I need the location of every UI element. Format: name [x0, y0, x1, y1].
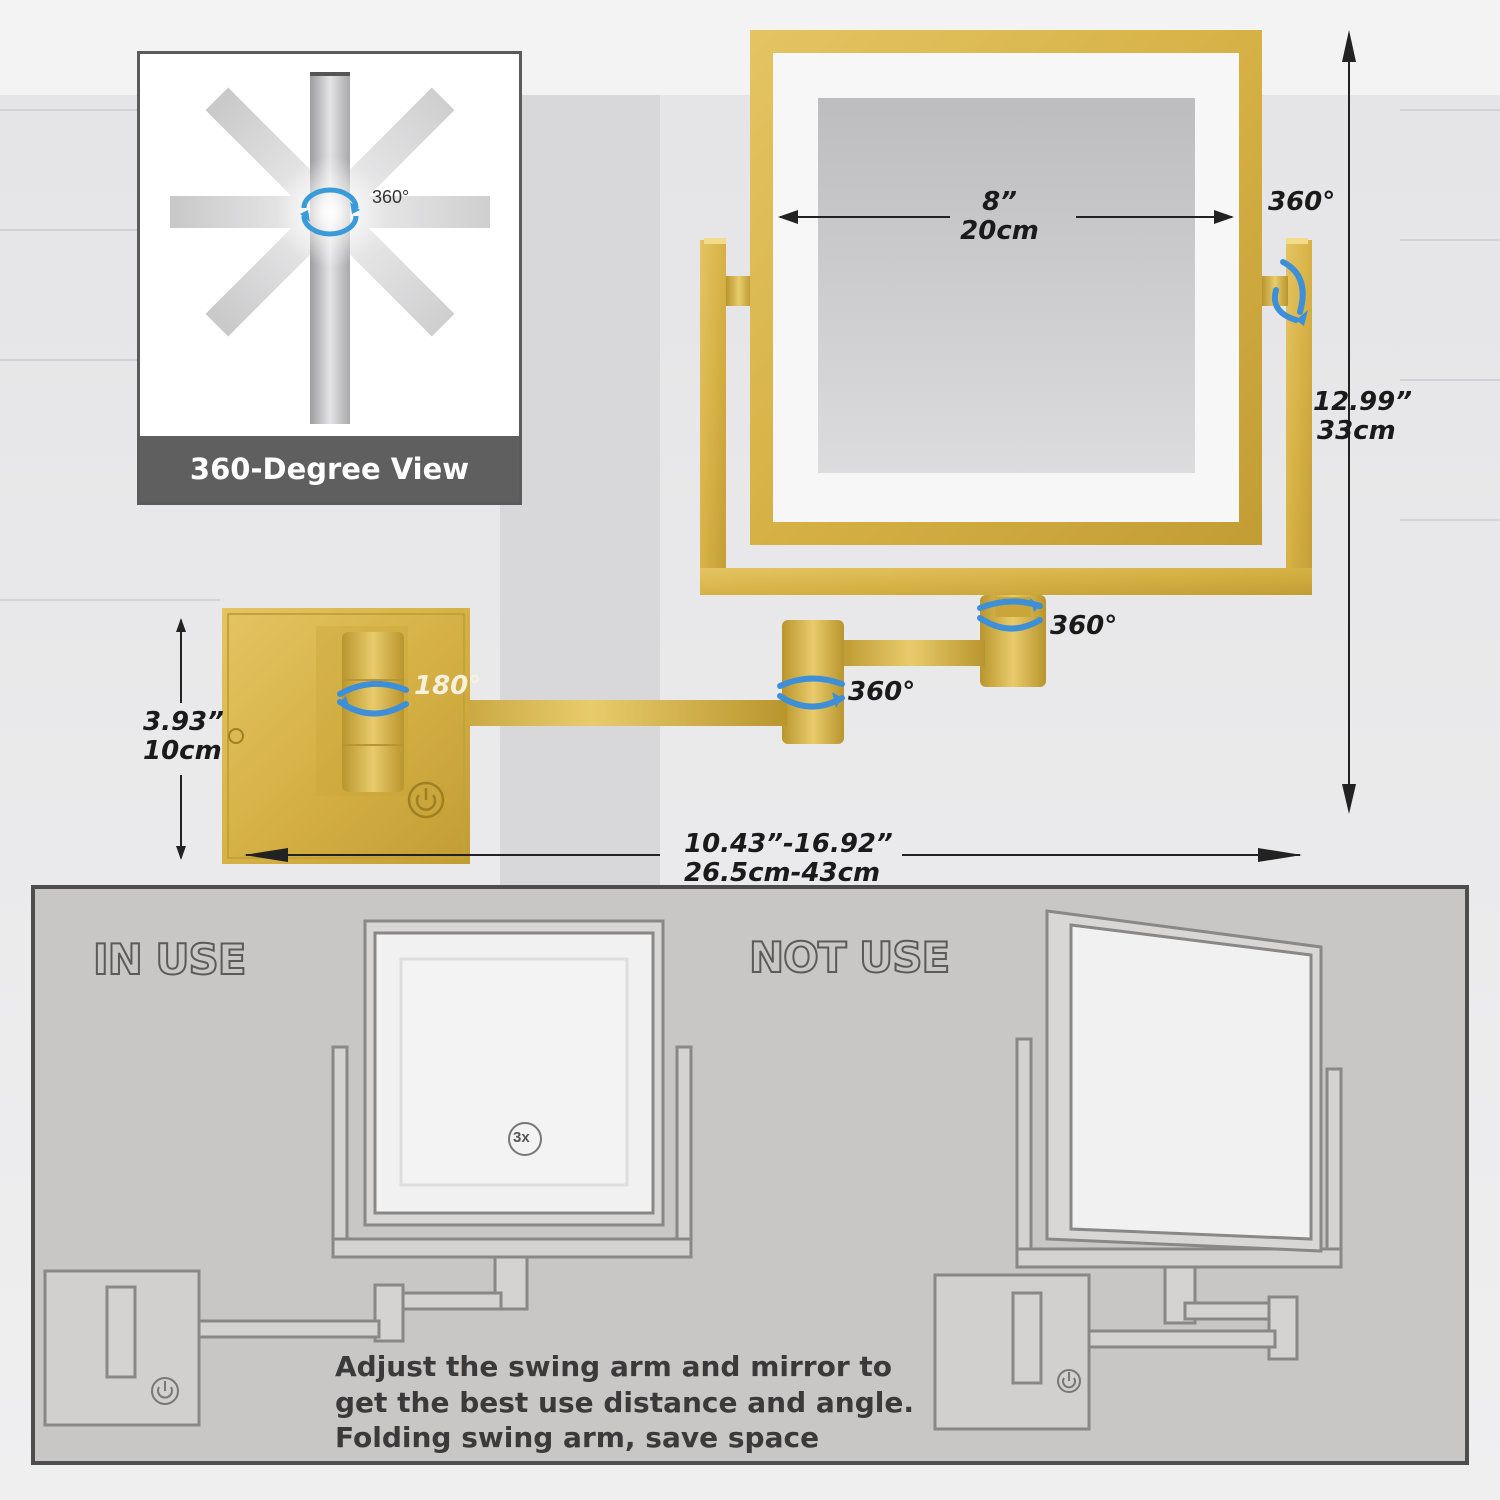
- rotation-view-illustration: [170, 72, 490, 424]
- in-use-title: IN USE: [92, 934, 247, 985]
- neck-rotation-label: 360°: [1050, 611, 1118, 641]
- top-rotation-label: 360°: [1268, 187, 1336, 217]
- dimension-arrow-icon: [180, 34, 1350, 858]
- mirror-body: [750, 30, 1262, 545]
- wall-plate: [222, 608, 470, 864]
- height-inches: 12.99”: [1313, 387, 1412, 417]
- power-button-icon: [407, 781, 445, 819]
- wall-joint-rotation-label: 180°: [414, 671, 482, 701]
- not-use-title: NOT USE: [748, 932, 951, 983]
- usage-description: Adjust the swing arm and mirror to get t…: [335, 1349, 955, 1456]
- magnification-badge: 3x: [513, 1129, 530, 1146]
- rotation-arrow-icon: [301, 187, 359, 237]
- width-inches: 8”: [982, 187, 1017, 217]
- in-use-mirror: [43, 919, 693, 1427]
- elbow-joint: [782, 620, 844, 744]
- width-cm: 20cm: [960, 215, 1039, 246]
- usage-illustrations: [43, 909, 1343, 1431]
- power-button-icon: [151, 1377, 179, 1405]
- mirror-holder-frame: [700, 238, 1312, 595]
- elbow-rotation-label: 360°: [848, 677, 916, 707]
- inset-caption: 360-Degree View: [140, 436, 519, 502]
- height-cm: 33cm: [1317, 415, 1396, 446]
- description-line-3: Folding swing arm, save space: [335, 1421, 820, 1455]
- base-height-inches: 3.93”: [143, 707, 224, 737]
- base-height-label: 3.93” 10cm: [143, 708, 224, 765]
- power-button-icon: [1057, 1369, 1081, 1393]
- usage-panel: IN USE NOT USE 3x Adjust the swing arm a…: [31, 885, 1469, 1465]
- reach-label: 10.43”-16.92” 26.5cm-43cm: [684, 830, 893, 887]
- description-line-1: Adjust the swing arm and mirror to: [335, 1350, 893, 1383]
- base-height-cm: 10cm: [143, 735, 222, 766]
- reach-cm: 26.5cm-43cm: [684, 857, 881, 888]
- mirror-width-label: 8” 20cm: [952, 188, 1047, 245]
- rotation-view-inset: 360° 360-Degree View: [137, 51, 522, 505]
- height-label: 12.99” 33cm: [1313, 388, 1412, 445]
- inset-angle-label: 360°: [372, 187, 410, 207]
- reach-inches: 10.43”-16.92”: [684, 829, 893, 859]
- upper-swing-arm: [835, 640, 985, 666]
- description-line-2: get the best use distance and angle.: [335, 1385, 914, 1419]
- not-use-mirror: [933, 909, 1343, 1431]
